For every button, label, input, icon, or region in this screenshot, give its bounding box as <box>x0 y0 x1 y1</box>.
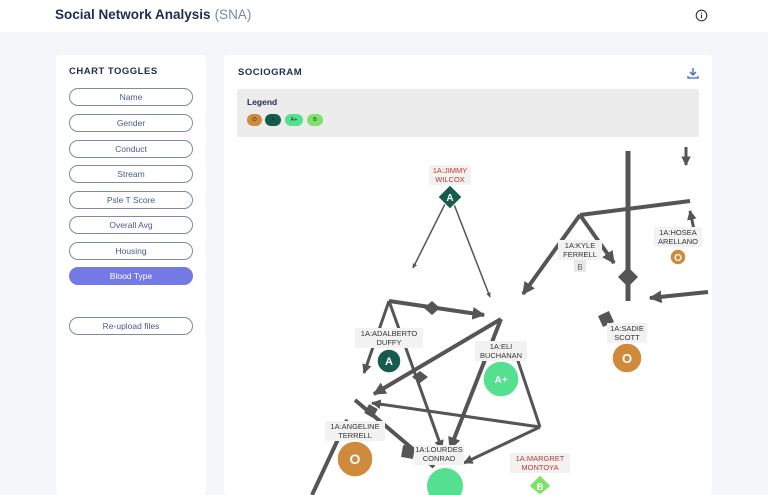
node-label-line1: 1A:KYLE <box>565 241 595 250</box>
node-label-bg <box>475 341 527 361</box>
node-label-bg <box>558 240 602 260</box>
node-jimmy-wilcox[interactable]: 1A:JIMMY WILCOX A <box>429 165 471 210</box>
edge-square <box>364 404 378 418</box>
node-shape <box>482 360 520 398</box>
node-shape <box>336 440 374 478</box>
node-label-bg <box>654 227 702 247</box>
node-label-bg <box>355 328 423 348</box>
toggle-name[interactable]: Name <box>69 88 193 106</box>
legend-title: Legend <box>247 97 278 107</box>
edge <box>372 317 503 396</box>
node-label-line2: FERRELL <box>563 250 597 259</box>
node-label-line2: TERRELL <box>338 431 372 440</box>
node-shape <box>376 348 402 374</box>
toggle-gender[interactable]: Gender <box>69 114 193 132</box>
node-blood-type: A+ <box>494 375 507 386</box>
node-label-line1: 1A:HOSEA <box>659 228 697 237</box>
edge-diamond <box>424 301 440 315</box>
edge <box>512 348 542 428</box>
node-label-line1: 1A:ADALBERTO <box>361 329 418 338</box>
edge-square <box>598 311 614 327</box>
node-eli-buchanan[interactable]: 1A:ELI BUCHANAN A+ <box>475 341 527 398</box>
edge <box>578 213 616 265</box>
node-hosea-arellano[interactable]: 1A:HOSEA ARELLANO O <box>654 227 702 266</box>
node-sadie-scott[interactable]: 1A:SADIE SCOTT O <box>607 323 647 374</box>
node-label-line1: 1A:MARGRET <box>516 454 565 463</box>
edge <box>521 213 582 296</box>
node-label-bg <box>325 421 385 441</box>
toggle-housing[interactable]: Housing <box>69 242 193 260</box>
node-blood-type: A <box>385 356 393 368</box>
toggle-blood-type[interactable]: Blood Type <box>69 267 193 285</box>
node-label-line2: SCOTT <box>614 333 640 342</box>
node-label-line2: DUFFY <box>377 338 402 347</box>
legend-chip-o: O <box>247 114 262 126</box>
edge <box>412 193 451 269</box>
edge-diamond <box>412 371 428 383</box>
node-shape <box>611 342 643 374</box>
node-blood-type: O <box>350 451 361 467</box>
node-label-line1: 1A:ELI <box>490 342 513 351</box>
toggle-stream[interactable]: Stream <box>69 165 193 183</box>
node-label-line2: ARELLANO <box>658 237 698 246</box>
node-shape <box>437 184 463 210</box>
chart-toggles-heading: CHART TOGGLES <box>69 66 158 77</box>
sociogram-panel: SOCIOGRAM Legend O A A+ B <box>224 55 712 495</box>
edge-diamond <box>618 267 638 287</box>
node-label-bg <box>510 453 570 473</box>
edge <box>448 318 503 451</box>
app-title-text: Social Network Analysis <box>55 7 211 22</box>
node-label-line1: 1A:JIMMY <box>433 166 468 175</box>
sociogram-heading: SOCIOGRAM <box>238 67 303 78</box>
node-shape <box>669 248 687 266</box>
node-label-line2: BUCHANAN <box>480 351 522 360</box>
top-bar: Social Network Analysis(SNA) <box>0 0 768 32</box>
node-label-line1: 1A:ANGELINE <box>330 422 379 431</box>
node-label-line2: CONRAD <box>422 454 456 463</box>
node-label-bg <box>607 323 647 343</box>
reupload-files-button[interactable]: Re-upload files <box>69 317 193 335</box>
node-lourdes-conrad[interactable]: 1A:LOURDES CONRAD <box>414 445 464 465</box>
node-label-line2: MONTOYA <box>521 463 558 472</box>
sociogram-graph: 1A:JIMMY WILCOX A 1A:KYLE FERRELL B 1A:H… <box>310 147 709 495</box>
app-subtitle: (SNA) <box>214 7 252 22</box>
node-blood-type: O <box>622 351 632 366</box>
app-title: Social Network Analysis(SNA) <box>55 7 251 22</box>
edge <box>463 425 541 465</box>
toggle-conduct[interactable]: Conduct <box>69 140 193 158</box>
toggle-overall-avg[interactable]: Overall Avg <box>69 216 193 234</box>
info-icon[interactable] <box>695 9 708 22</box>
edge-square <box>401 445 415 459</box>
node-blood-type: A <box>446 193 453 204</box>
legend-chip-a: A <box>265 114 281 126</box>
legend: Legend O A A+ B <box>237 89 699 137</box>
edge-markers <box>364 267 638 459</box>
node-label-line1: 1A:SADIE <box>610 324 644 333</box>
edge <box>449 193 491 298</box>
node-blood-type: O <box>674 253 682 264</box>
node-blood-type: B <box>577 263 582 272</box>
node-margret-montoya[interactable]: 1A:MARGRET MONTOYA B <box>510 453 570 495</box>
edges <box>310 147 709 495</box>
edge <box>371 399 541 429</box>
node-angeline-terrell[interactable]: 1A:ANGELINE TERRELL O <box>325 421 385 478</box>
node-label-line2: WILCOX <box>435 175 465 184</box>
download-icon[interactable] <box>686 66 700 80</box>
node-kyle-ferrell[interactable]: 1A:KYLE FERRELL B <box>558 240 602 272</box>
node-blood-type: B <box>537 482 544 492</box>
node-shape <box>574 260 586 272</box>
toggle-psle-t-score[interactable]: Psle T Score <box>69 191 193 209</box>
chart-toggles-panel: CHART TOGGLES Name Gender Conduct Stream… <box>56 55 206 495</box>
node-label-line1: 1A:LOURDES <box>415 445 463 454</box>
edge <box>579 199 691 217</box>
legend-chip-a-plus: A+ <box>285 114 303 126</box>
node-adalberto-duffy[interactable]: 1A:ADALBERTO DUFFY A <box>355 328 423 374</box>
legend-chip-b: B <box>307 114 323 126</box>
edge <box>648 290 709 304</box>
node-label-bg <box>429 165 471 185</box>
